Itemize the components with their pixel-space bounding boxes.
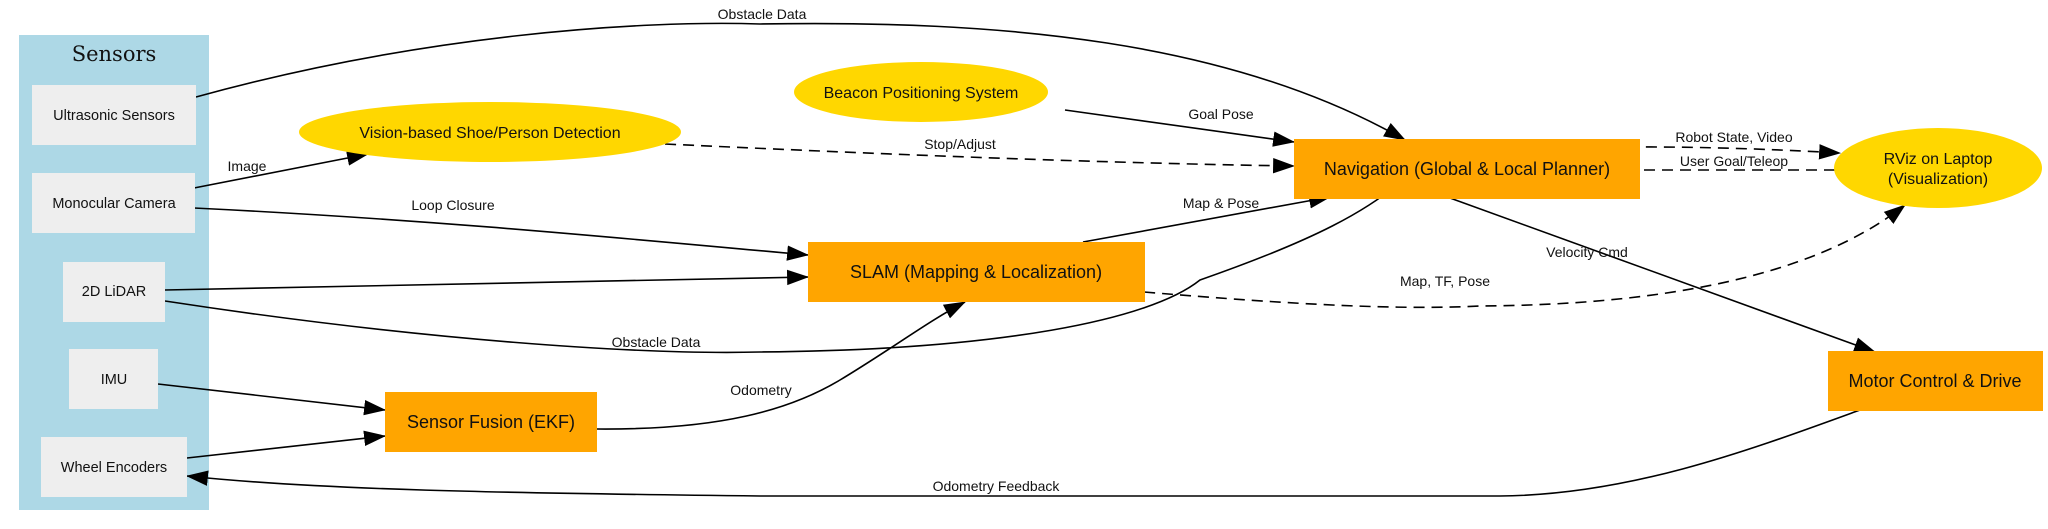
label-obstacle-data-bottom: Obstacle Data — [612, 334, 701, 350]
label-goal-pose: Goal Pose — [1188, 106, 1254, 122]
node-slam[interactable]: SLAM (Mapping & Localization) — [808, 242, 1145, 302]
node-lidar-label: 2D LiDAR — [82, 284, 146, 300]
edge-motor-encoders — [185, 409, 1861, 497]
node-rviz-shape — [1834, 128, 2042, 208]
node-beacon-shape — [794, 62, 1048, 122]
node-fusion-label: Sensor Fusion (EKF) — [407, 412, 575, 432]
label-loop-closure: Loop Closure — [411, 197, 494, 213]
label-image: Image — [228, 158, 267, 174]
label-map-pose: Map & Pose — [1183, 195, 1259, 211]
node-camera-box — [32, 173, 195, 233]
node-rviz-label-line2: (Visualization) — [1888, 171, 1988, 188]
node-vision[interactable]: Vision-based Shoe/Person Detection — [299, 102, 681, 162]
node-beacon-label: Beacon Positioning System — [824, 85, 1019, 102]
edge-slam-navigation — [1082, 193, 1332, 243]
label-stop-adjust: Stop/Adjust — [924, 136, 996, 152]
sensors-cluster-title: Sensors — [72, 42, 157, 66]
node-motor-label: Motor Control & Drive — [1848, 371, 2021, 391]
edge-camera-slam — [193, 207, 810, 261]
node-ultrasonic-box — [32, 85, 196, 145]
edge-slam-rviz — [1143, 204, 1906, 309]
node-vision-shape — [299, 102, 681, 162]
node-navigation-label: Navigation (Global & Local Planner) — [1324, 159, 1610, 179]
edge-camera-vision — [193, 150, 370, 189]
edge-labels: Obstacle Data Image Loop Closure Obstacl… — [228, 6, 1793, 494]
label-odometry: Odometry — [730, 382, 791, 398]
edge-navigation-motor — [1449, 197, 1877, 353]
edge-imu-fusion — [157, 383, 387, 416]
label-obstacle-data-top: Obstacle Data — [718, 6, 807, 22]
edge-fusion-slam — [596, 301, 966, 430]
node-lidar-box — [63, 262, 165, 322]
node-encoders-box — [41, 437, 187, 497]
edge-vision-navigation — [664, 143, 1296, 174]
node-slam-box — [808, 242, 1145, 302]
node-slam-label: SLAM (Mapping & Localization) — [850, 262, 1102, 282]
node-imu-box — [69, 349, 158, 409]
node-vision-label: Vision-based Shoe/Person Detection — [359, 125, 620, 142]
label-odometry-feedback: Odometry Feedback — [933, 478, 1061, 494]
node-fusion-box — [385, 392, 597, 452]
node-lidar[interactable]: 2D LiDAR — [63, 262, 165, 322]
edge-encoders-fusion — [186, 430, 387, 459]
node-imu-label: IMU — [101, 372, 128, 388]
node-fusion[interactable]: Sensor Fusion (EKF) — [385, 392, 597, 452]
node-motor[interactable]: Motor Control & Drive — [1828, 351, 2043, 411]
node-ultrasonic-label: Ultrasonic Sensors — [53, 108, 175, 124]
edge-beacon-navigation — [1064, 109, 1296, 147]
edges — [157, 22, 1906, 497]
edge-ultrasonic-navigation — [195, 22, 1406, 141]
node-rviz[interactable]: RViz on Laptop (Visualization) — [1834, 128, 2042, 208]
node-imu[interactable]: IMU — [69, 349, 158, 409]
node-motor-box — [1828, 351, 2043, 411]
label-map-tf-pose: Map, TF, Pose — [1400, 273, 1490, 289]
node-rviz-label-line1: RViz on Laptop — [1884, 151, 1993, 168]
node-beacon[interactable]: Beacon Positioning System — [794, 62, 1048, 122]
node-ultrasonic[interactable]: Ultrasonic Sensors — [32, 85, 196, 145]
label-user-goal-teleop: User Goal/Teleop — [1680, 153, 1788, 169]
node-encoders-label: Wheel Encoders — [61, 460, 167, 476]
node-encoders[interactable]: Wheel Encoders — [41, 437, 187, 497]
edge-lidar-slam — [164, 269, 810, 291]
label-robot-state-video: Robot State, Video — [1675, 129, 1792, 145]
node-camera[interactable]: Monocular Camera — [32, 173, 195, 233]
label-velocity-cmd: Velocity Cmd — [1546, 244, 1628, 260]
node-navigation[interactable]: Navigation (Global & Local Planner) — [1294, 139, 1640, 199]
edge-lidar-navigation — [164, 161, 1421, 354]
node-navigation-box — [1294, 139, 1640, 199]
node-camera-label: Monocular Camera — [52, 196, 176, 212]
